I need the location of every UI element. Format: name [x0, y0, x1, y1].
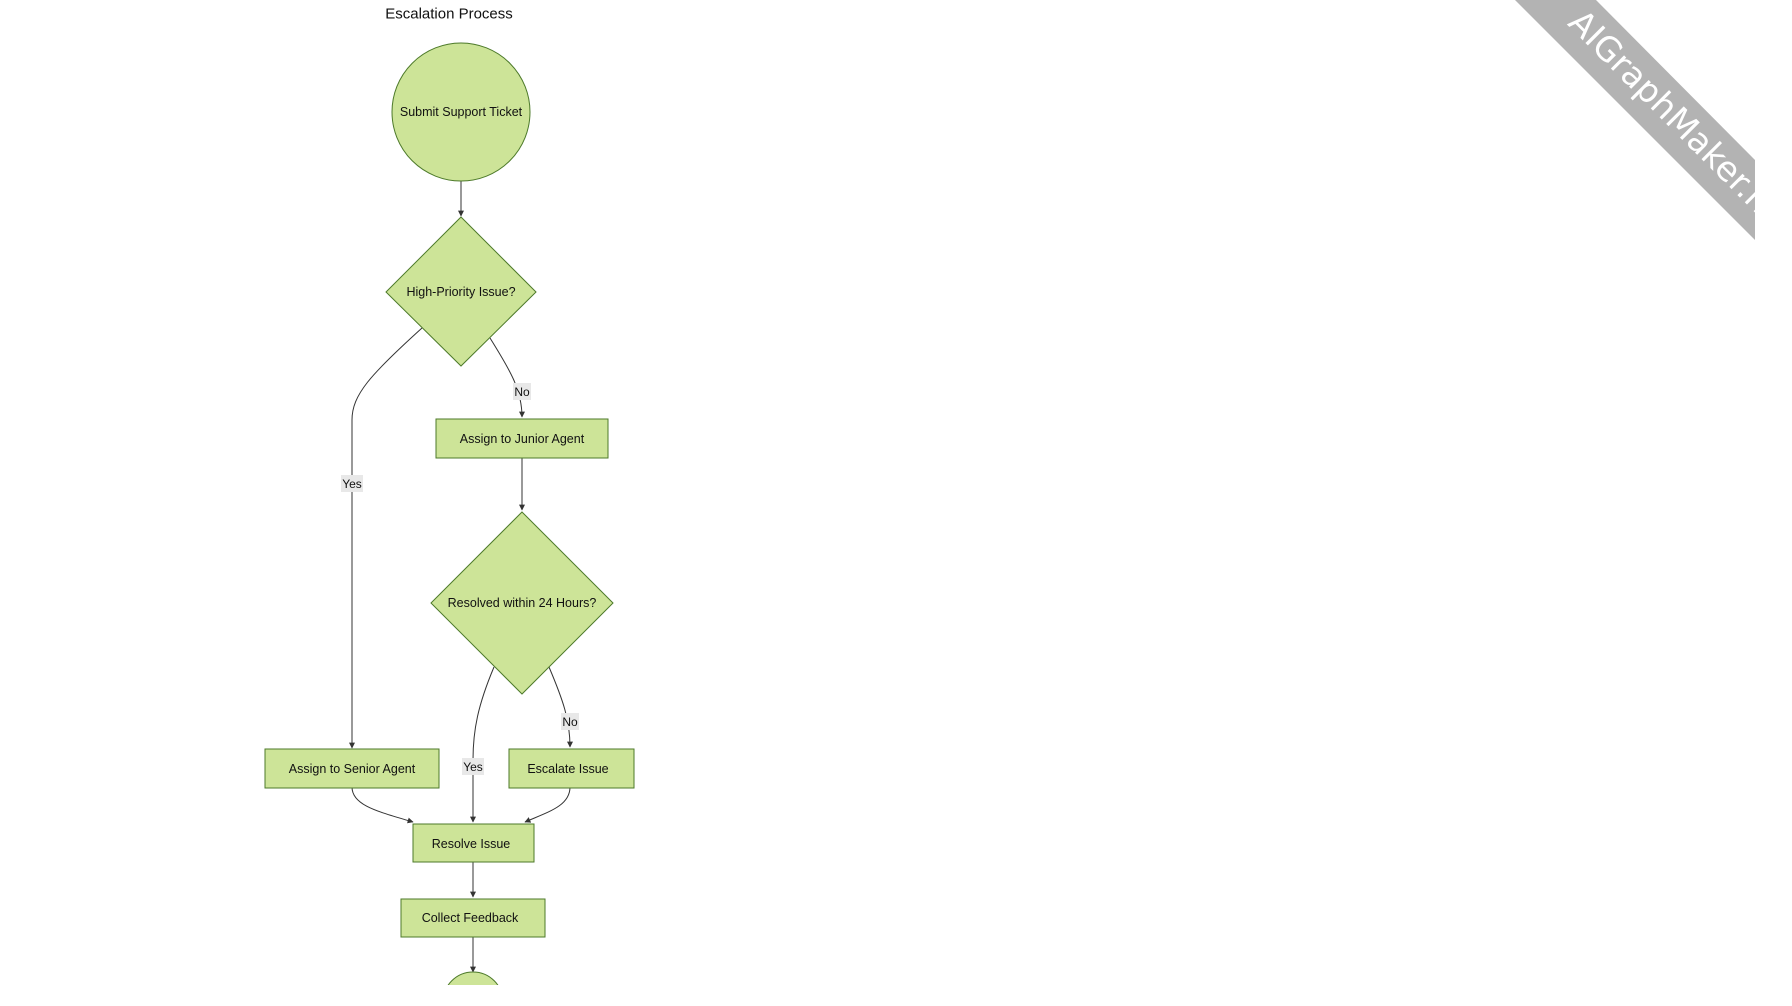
edge-label-priority-yes: Yes [341, 475, 363, 492]
node-resolved-24h-decision-label: Resolved within 24 Hours? [448, 596, 597, 610]
node-assign-junior-agent-label: Assign to Junior Agent [460, 432, 585, 446]
edge-escalate-to-resolve [524, 786, 571, 823]
edge-resolved-no [548, 666, 573, 748]
watermark-band [1515, 0, 1755, 240]
edge-resolved-yes [470, 666, 495, 823]
node-assign-senior-agent-label: Assign to Senior Agent [289, 762, 416, 776]
diagram-title: Escalation Process [385, 6, 513, 23]
edge-label-resolved-yes: Yes [462, 758, 484, 775]
edge-priority-no [489, 337, 525, 418]
edge-label-priority-yes-text: Yes [342, 477, 362, 491]
node-submit-support-ticket-label: Submit Support Ticket [400, 105, 523, 119]
node-escalate-issue[interactable]: Escalate Issue [508, 748, 635, 789]
watermark-text: AIGraphMaker.n [1560, 2, 1779, 221]
edges [349, 181, 573, 973]
node-high-priority-decision[interactable]: High-Priority Issue? [385, 216, 537, 367]
edge-priority-yes [349, 327, 423, 749]
node-assign-junior-agent[interactable]: Assign to Junior Agent [435, 418, 609, 459]
nodes: Submit Support Ticket High-Priority Issu… [264, 42, 635, 1006]
node-collect-feedback-label: Collect Feedback [422, 911, 519, 925]
edge-labels: Yes No Yes No [341, 383, 579, 775]
node-collect-feedback[interactable]: Collect Feedback [400, 898, 546, 938]
node-end-circle[interactable] [443, 971, 503, 1006]
node-escalate-issue-label: Escalate Issue [527, 762, 608, 776]
watermark: AIGraphMaker.n [1515, 0, 1779, 240]
node-resolved-24h-decision[interactable]: Resolved within 24 Hours? [430, 511, 614, 695]
edge-label-resolved-yes-text: Yes [463, 760, 483, 774]
node-resolve-issue-label: Resolve Issue [432, 837, 511, 851]
node-resolve-issue[interactable]: Resolve Issue [412, 823, 535, 863]
edge-label-resolved-no: No [561, 713, 579, 730]
edge-label-resolved-no-text: No [562, 715, 578, 729]
node-high-priority-decision-label: High-Priority Issue? [406, 285, 515, 299]
edge-label-priority-no-text: No [514, 385, 530, 399]
node-assign-senior-agent[interactable]: Assign to Senior Agent [264, 748, 440, 789]
edge-senior-to-resolve [351, 786, 414, 824]
node-submit-support-ticket[interactable]: Submit Support Ticket [391, 42, 531, 182]
edge-label-priority-no: No [513, 383, 531, 400]
